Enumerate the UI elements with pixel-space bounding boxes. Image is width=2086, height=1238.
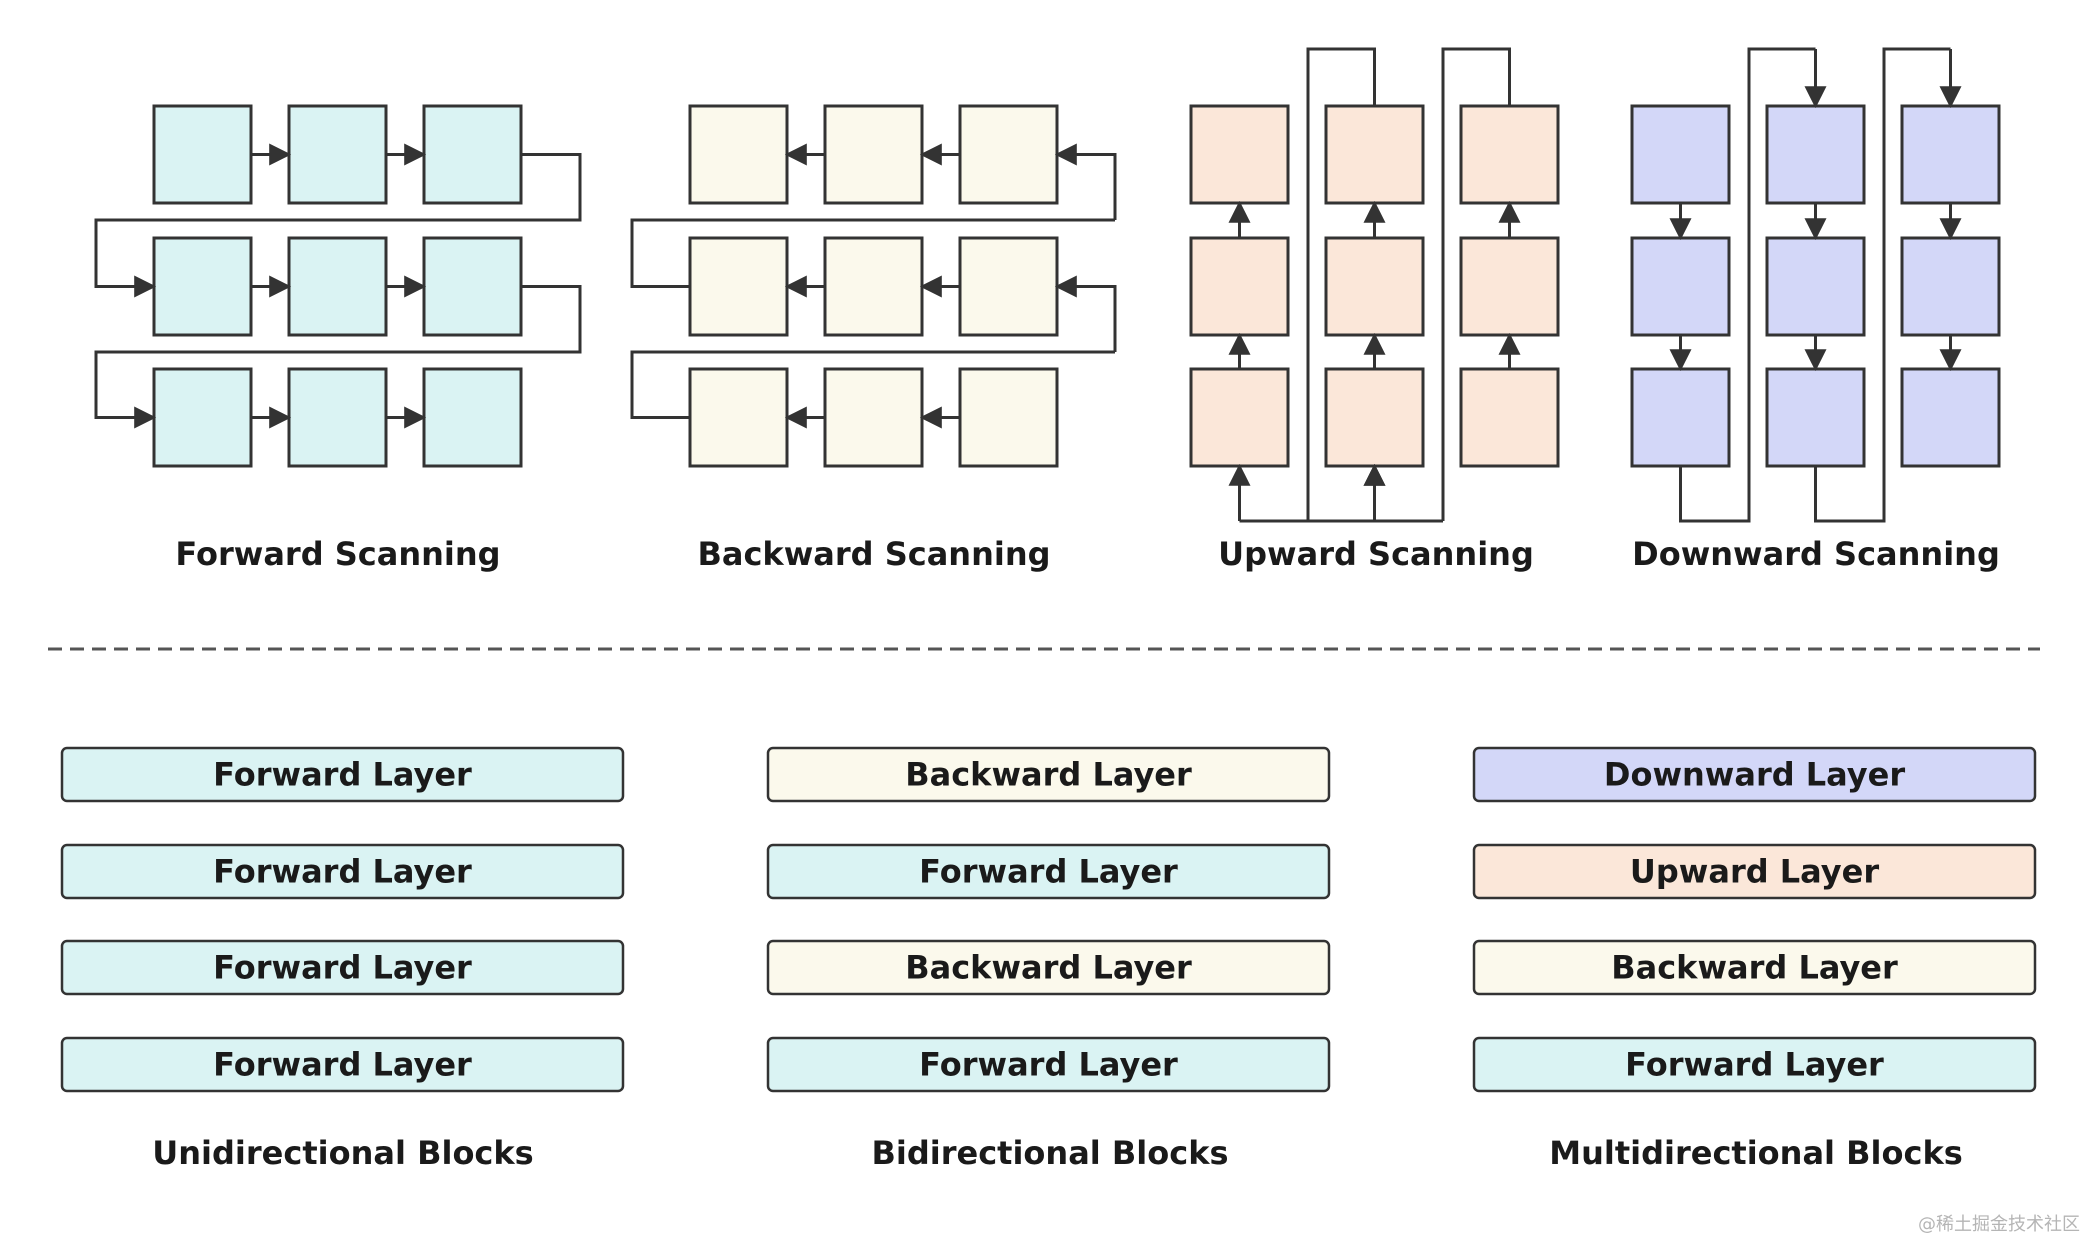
backward-scan-box — [823, 104, 924, 205]
forward-layer-box — [1472, 1036, 2037, 1093]
backward-scan-box — [688, 104, 789, 205]
forward-layer-label: Forward Layer — [213, 1046, 472, 1084]
forward-layer-label: Forward Layer — [213, 853, 472, 891]
downward-scan-box — [1900, 104, 2001, 205]
column-wrap-connector — [1239, 47, 1376, 523]
upward-scan-box — [1459, 367, 1560, 468]
forward-scan-box — [422, 236, 523, 337]
forward-scanning-panel — [94, 104, 582, 468]
downward-layer-label: Downward Layer — [1604, 756, 1905, 794]
forward-layer-box — [766, 1036, 1331, 1093]
column-wrap-connector — [1441, 47, 1511, 521]
bidirectional-blocks-caption: Bidirectional Blocks — [871, 1134, 1228, 1172]
forward-scanning-caption: Forward Scanning — [175, 535, 500, 573]
row-wrap-connector — [630, 218, 1115, 288]
downward-scan-box — [1765, 367, 1866, 468]
row-entry-connector — [1054, 143, 1117, 220]
downward-scan-box — [1630, 236, 1731, 337]
forward-scan-box — [152, 367, 253, 468]
column-wrap-connector — [1679, 47, 1816, 523]
downward-scan-box — [1630, 104, 1731, 205]
row-wrap-connector — [630, 350, 1115, 419]
backward-layer-label: Backward Layer — [905, 949, 1192, 987]
forward-scan-box — [152, 104, 253, 205]
forward-layer-label: Forward Layer — [1625, 1046, 1884, 1084]
row-wrap-connector — [94, 285, 582, 429]
forward-scan-box — [287, 367, 388, 468]
column-wrap-connector — [1814, 47, 1951, 523]
forward-scan-box — [152, 236, 253, 337]
downward-scan-box — [1630, 367, 1731, 468]
forward-layer-label: Forward Layer — [919, 853, 1178, 891]
multidirectional-blocks-caption: Multidirectional Blocks — [1549, 1134, 1963, 1172]
upward-scan-box — [1324, 104, 1425, 205]
backward-scan-box — [958, 367, 1059, 468]
upward-scanning-panel — [1189, 47, 1560, 523]
downward-scan-box — [1765, 104, 1866, 205]
upward-scan-box — [1189, 367, 1290, 468]
upward-scan-box — [1459, 236, 1560, 337]
forward-scan-box — [287, 236, 388, 337]
upward-scan-box — [1324, 367, 1425, 468]
forward-layer-label: Forward Layer — [919, 1046, 1178, 1084]
backward-scan-box — [823, 367, 924, 468]
backward-layer-box — [1472, 939, 2037, 996]
forward-layer-label: Forward Layer — [213, 756, 472, 794]
backward-scanning-caption: Backward Scanning — [697, 535, 1050, 573]
forward-scan-box — [422, 367, 523, 468]
downward-layer-box — [1472, 746, 2037, 803]
forward-layer-box — [60, 746, 625, 803]
upward-layer-label: Upward Layer — [1630, 853, 1879, 891]
backward-scan-box — [688, 367, 789, 468]
upward-scan-box — [1189, 104, 1290, 205]
backward-scan-box — [823, 236, 924, 337]
column-entry-connector — [1363, 463, 1443, 523]
forward-scan-box — [287, 104, 388, 205]
upward-scan-box — [1189, 236, 1290, 337]
row-entry-connector — [1054, 275, 1117, 352]
column-entry-connector — [1308, 463, 1386, 523]
upward-scan-box — [1459, 104, 1560, 205]
forward-layer-box — [60, 843, 625, 900]
backward-layer-label: Backward Layer — [1611, 949, 1898, 987]
downward-scan-box — [1765, 236, 1866, 337]
backward-layer-box — [766, 746, 1331, 803]
backward-layer-label: Backward Layer — [905, 756, 1192, 794]
forward-layer-box — [60, 939, 625, 996]
backward-scanning-panel — [630, 104, 1117, 468]
downward-scan-box — [1900, 367, 2001, 468]
upward-scanning-caption: Upward Scanning — [1218, 535, 1534, 573]
backward-layer-box — [766, 939, 1331, 996]
forward-layer-box — [766, 843, 1331, 900]
row-wrap-connector — [94, 153, 582, 298]
unidirectional-blocks-caption: Unidirectional Blocks — [152, 1134, 533, 1172]
upward-scan-box — [1324, 236, 1425, 337]
downward-scan-box — [1900, 236, 2001, 337]
backward-scan-box — [688, 236, 789, 337]
watermark: @稀土掘金技术社区 — [1918, 1214, 2080, 1235]
downward-scanning-caption: Downward Scanning — [1632, 535, 2000, 573]
backward-scan-box — [958, 104, 1059, 205]
upward-layer-box — [1472, 843, 2037, 900]
forward-layer-label: Forward Layer — [213, 949, 472, 987]
forward-layer-box — [60, 1036, 625, 1093]
forward-scan-box — [422, 104, 523, 205]
backward-scan-box — [958, 236, 1059, 337]
downward-scanning-panel — [1630, 47, 2001, 523]
